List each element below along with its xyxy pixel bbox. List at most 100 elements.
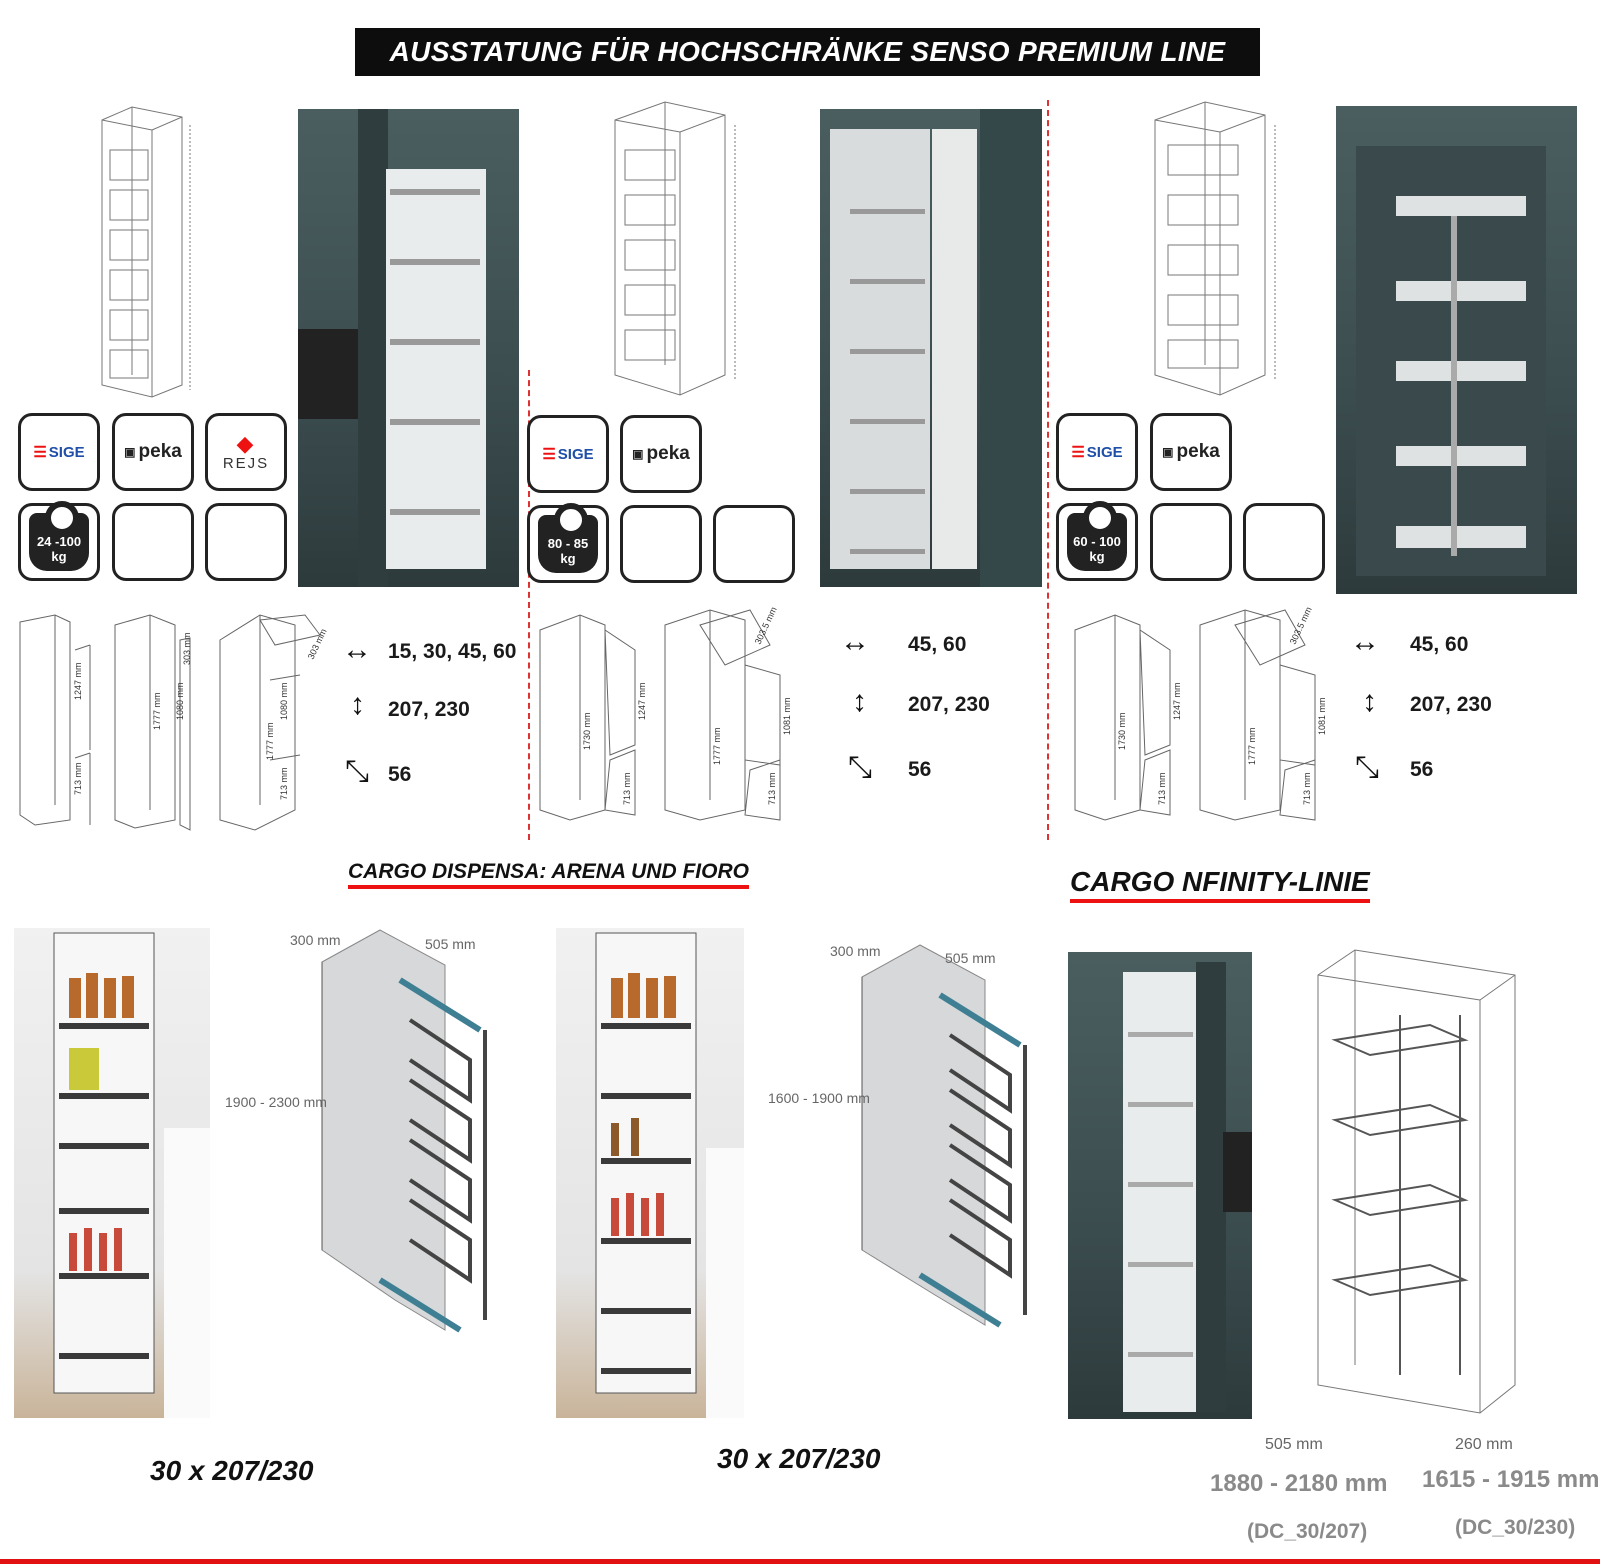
width-options: 45, 60 xyxy=(1410,633,1469,656)
pantry-dimension-drawing xyxy=(321,929,487,1333)
dim-label: 713 mm xyxy=(622,772,632,805)
page-title: AUSSTATUNG FÜR HOCHSCHRÄNKE SENSO PREMIU… xyxy=(355,28,1260,76)
empty-badge xyxy=(713,505,795,583)
empty-badge xyxy=(1243,503,1325,581)
sige-logo: ☰ xyxy=(33,444,47,461)
weight-badge: 80 - 85 kg xyxy=(527,503,609,583)
weight-badge: 24 -100 kg xyxy=(18,501,100,581)
dim-label: 1080 mm xyxy=(279,682,289,720)
dim-label: 303 mm xyxy=(182,632,192,665)
height-dimension: 1600 - 1900 mm xyxy=(768,1090,870,1106)
width-options: 45, 60 xyxy=(908,633,967,656)
brand-badge-sige: ☰SIGE xyxy=(527,415,609,493)
depth-options: 56 xyxy=(1410,758,1434,781)
peka-logo: ▣ xyxy=(124,445,136,459)
dim-label: 1081 mm xyxy=(782,697,792,735)
brand-badge-peka: ▣peka xyxy=(112,413,194,491)
pantry-photo xyxy=(14,928,210,1418)
dim-label: 713 mm xyxy=(767,772,777,805)
cabinet-size-label: 30 x 207/230 xyxy=(150,1455,314,1486)
dim-label: 1247 mm xyxy=(1172,682,1182,720)
empty-badge xyxy=(112,503,194,581)
arrow-diagonal-icon: ⤡ xyxy=(848,751,872,784)
dim-label: 713 mm xyxy=(73,762,83,795)
brand-badge-sige: ☰SIGE xyxy=(1056,413,1138,491)
dim-label: 303.5 mm xyxy=(1288,605,1314,646)
arrow-diagonal-icon: ⤡ xyxy=(1355,751,1379,784)
cabinet-dimension-drawings: 1730 mm 1247 mm 713 mm 1777 mm 1081 mm 7… xyxy=(539,605,792,821)
weight-icon: 80 - 85 kg xyxy=(538,503,598,573)
depth-dimension: 300 mm xyxy=(290,932,341,948)
cabinet-dimension-drawings: 1730 mm 1247 mm 713 mm 1777 mm 1081 mm 7… xyxy=(1074,605,1327,821)
depth-dimension: 300 mm xyxy=(830,943,881,959)
dim-label: 1777 mm xyxy=(712,727,722,765)
rejs-logo: ◆ xyxy=(236,430,256,456)
peka-logo: ▣ xyxy=(632,447,644,461)
arrow-horizontal-icon: ↔ xyxy=(840,625,870,658)
brand-badge-peka: ▣peka xyxy=(620,415,702,493)
brand-badge-peka: ▣peka xyxy=(1150,413,1232,491)
cargo-dispensa-label: CARGO DISPENSA: ARENA UND FIORO xyxy=(348,860,749,889)
sige-logo: ☰ xyxy=(1071,444,1085,461)
dim-label: 1777 mm xyxy=(152,692,162,730)
cargo-line-drawing xyxy=(101,106,191,398)
dim-label: 1081 mm xyxy=(1317,697,1327,735)
sige-logo: ☰ xyxy=(542,446,556,463)
dim-label: 1247 mm xyxy=(73,662,83,700)
dim-label: 1730 mm xyxy=(582,712,592,750)
weight-icon: 24 -100 kg xyxy=(29,501,89,571)
nfinity-photo xyxy=(1068,952,1252,1419)
height-range-b: 1615 - 1915 mm xyxy=(1422,1466,1600,1493)
bottom-divider xyxy=(0,1559,1600,1564)
height-range-a: 1880 - 2180 mm xyxy=(1210,1470,1388,1497)
empty-badge xyxy=(1150,503,1232,581)
height-options: 207, 230 xyxy=(1410,693,1492,716)
pantry-dimension-drawing xyxy=(861,944,1027,1328)
arrow-horizontal-icon: ↔ xyxy=(1350,625,1380,658)
panel-divider xyxy=(1047,100,1049,840)
arrow-vertical-icon: ↕ xyxy=(852,685,867,718)
peka-logo: ▣ xyxy=(1162,445,1174,459)
arrow-diagonal-icon: ⤡ xyxy=(345,755,369,788)
depth-dimension: 260 mm xyxy=(1455,1436,1513,1453)
cabinet-photo xyxy=(820,109,1042,587)
height-dimension: 1900 - 2300 mm xyxy=(225,1094,327,1110)
depth-options: 56 xyxy=(388,763,412,786)
dim-label: 303.5 mm xyxy=(753,605,779,646)
dim-label: 1730 mm xyxy=(1117,712,1127,750)
arrow-vertical-icon: ↕ xyxy=(1362,685,1377,718)
weight-badge: 60 - 100 kg xyxy=(1056,501,1138,581)
cabinet-photo xyxy=(298,109,519,587)
pantry-photo xyxy=(556,928,744,1418)
brand-badge-sige: ☰SIGE xyxy=(18,413,100,491)
dim-label: 1777 mm xyxy=(1247,727,1257,765)
depth-options: 56 xyxy=(908,758,932,781)
width-options: 15, 30, 45, 60 xyxy=(388,640,517,663)
cabinet-dimension-drawings: 1247 mm 713 mm 1777 mm 1080 mm 303 mm 17… xyxy=(19,614,329,831)
cargo-line-drawing xyxy=(614,101,736,396)
model-code-a: (DC_30/207) xyxy=(1247,1520,1368,1543)
model-code-b: (DC_30/230) xyxy=(1455,1516,1576,1539)
width-dimension: 505 mm xyxy=(1265,1436,1323,1453)
cabinet-size-label: 30 x 207/230 xyxy=(717,1443,881,1474)
empty-badge xyxy=(205,503,287,581)
cargo-line-drawing xyxy=(1154,101,1276,396)
panel-3: ☰SIGE ▣peka 60 - 100 kg 1730 mm 1247 mm … xyxy=(1050,95,1600,845)
arrow-vertical-icon: ↕ xyxy=(350,688,365,721)
height-options: 207, 230 xyxy=(908,693,990,716)
panel-2: ☰SIGE ▣peka 80 - 85 kg 1730 mm 1247 mm 7… xyxy=(527,95,1050,845)
brand-badge-rejs: ◆REJS xyxy=(205,413,287,491)
dim-label: 1247 mm xyxy=(637,682,647,720)
dim-label: 1080 mm xyxy=(175,682,185,720)
empty-badge xyxy=(620,505,702,583)
cabinet-photo xyxy=(1336,106,1577,594)
nfinity-line-drawing xyxy=(1317,949,1516,1414)
width-dimension: 505 mm xyxy=(425,936,476,952)
weight-icon: 60 - 100 kg xyxy=(1067,501,1127,571)
dim-label: 713 mm xyxy=(1302,772,1312,805)
dim-label: 713 mm xyxy=(279,767,289,800)
dim-label: 303 mm xyxy=(306,627,329,661)
cargo-nfinity-label: CARGO NFINITY-LINIE xyxy=(1070,866,1370,903)
dim-label: 713 mm xyxy=(1157,772,1167,805)
dim-label: 1777 mm xyxy=(265,722,275,760)
